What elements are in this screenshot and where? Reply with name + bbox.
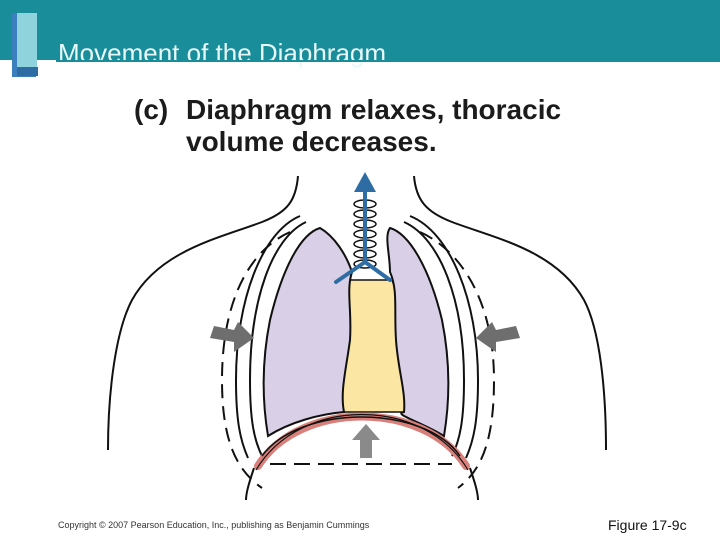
slide-title: Movement of the Diaphragm <box>58 38 387 68</box>
pleural-outline <box>261 416 461 457</box>
chest-wall-left-outer <box>234 215 301 459</box>
left-lung <box>262 226 354 438</box>
title-accent-block-small <box>17 67 38 76</box>
pressure-arrow-left <box>210 322 254 352</box>
figure-caption: Diaphragm relaxes, thoracic volume decre… <box>186 94 562 157</box>
body-outline-left <box>107 175 299 451</box>
waist-outline-left <box>245 467 255 501</box>
airflow-arrowhead <box>354 172 376 192</box>
figure-id: Figure 17-9c <box>608 517 687 533</box>
title-bar <box>0 0 720 60</box>
pressure-arrow-right <box>476 322 520 352</box>
figure-label: (c) <box>134 94 169 125</box>
title-underline <box>56 60 720 62</box>
pressure-arrow-up <box>352 424 380 458</box>
body-outline-right <box>413 175 607 451</box>
copyright-notice: Copyright © 2007 Pearson Education, Inc.… <box>58 520 370 530</box>
chest-wall-left-inner <box>248 221 307 457</box>
title-accent-block-light <box>17 13 37 70</box>
airflow-arrow <box>334 184 392 284</box>
chest-wall-right-inner <box>403 221 466 457</box>
right-lung <box>386 226 450 438</box>
chest-wall-right-outer <box>409 215 480 459</box>
diaphragm-outline <box>255 413 469 471</box>
waist-outline-right <box>469 467 479 501</box>
